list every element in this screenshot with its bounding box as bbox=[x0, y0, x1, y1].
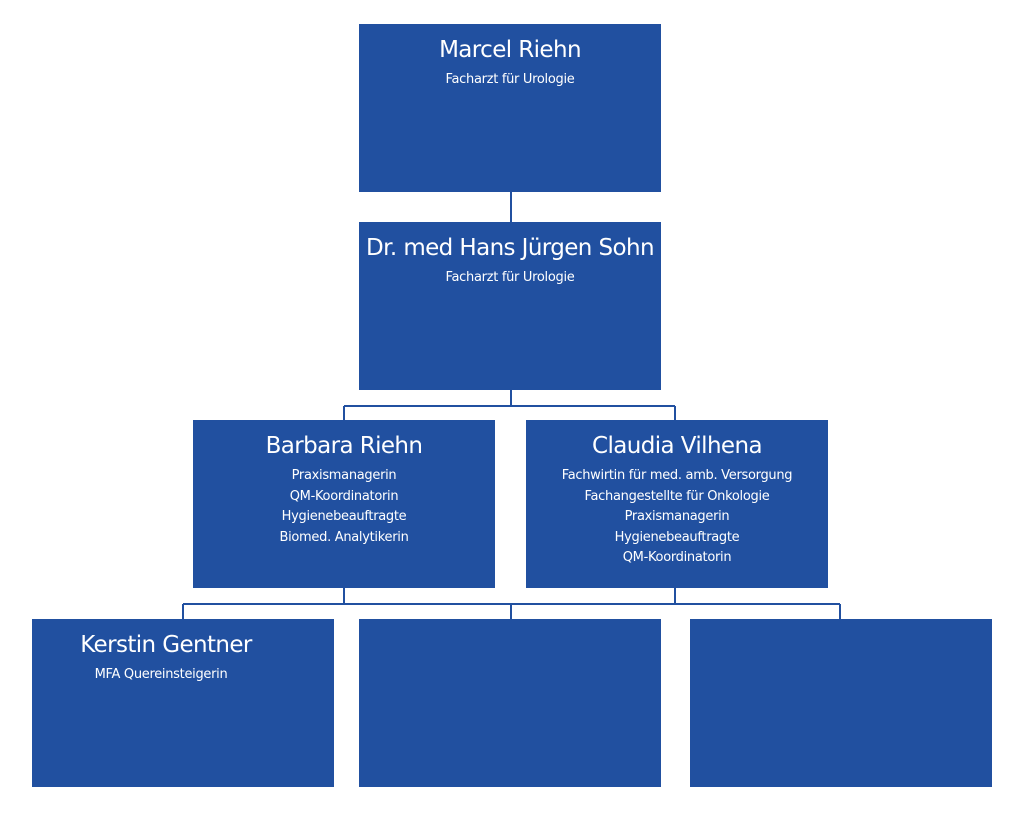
node-name: Claudia Vilhena bbox=[592, 433, 763, 459]
node-role: Hygienebeauftragte bbox=[614, 529, 740, 545]
node-role: MFA Quereinsteigerin bbox=[94, 667, 228, 682]
node-role: Fachwirtin für med. amb. Versorgung bbox=[561, 468, 793, 483]
node-role: Facharzt für Urologie bbox=[445, 72, 575, 87]
node-role: QM-Koordinatorin bbox=[289, 488, 399, 504]
node-roles: Fachwirtin für med. amb. Versorgung Fach… bbox=[526, 466, 828, 569]
node-role: Facharzt für Urologie bbox=[445, 270, 575, 285]
org-node-hans-juergen-sohn: Dr. med Hans Jürgen Sohn Facharzt für Ur… bbox=[359, 222, 661, 390]
org-node-claudia-vilhena: Claudia Vilhena Fachwirtin für med. amb.… bbox=[526, 420, 828, 588]
node-role: QM-Koordinatorin bbox=[622, 550, 732, 565]
node-name: Kerstin Gentner bbox=[80, 632, 252, 658]
org-node-kerstin-gentner: Kerstin Gentner MFA Quereinsteigerin bbox=[32, 619, 334, 787]
node-roles: MFA Quereinsteigerin bbox=[0, 665, 334, 686]
org-node-empty-right bbox=[690, 619, 992, 787]
org-node-barbara-riehn: Barbara Riehn Praxismanagerin QM-Koordin… bbox=[193, 420, 495, 588]
node-role: Fachangestellte für Onkologie bbox=[584, 488, 770, 504]
node-roles: Facharzt für Urologie bbox=[359, 70, 661, 91]
node-name: Marcel Riehn bbox=[439, 37, 581, 63]
node-role: Hygienebeauftragte bbox=[281, 509, 407, 524]
node-roles: Facharzt für Urologie bbox=[359, 268, 661, 289]
org-node-empty-middle bbox=[359, 619, 661, 787]
node-role: Praxismanagerin bbox=[291, 468, 397, 483]
node-name: Dr. med Hans Jürgen Sohn bbox=[366, 235, 654, 261]
node-roles: Praxismanagerin QM-Koordinatorin Hygiene… bbox=[193, 466, 495, 548]
node-role: Praxismanagerin bbox=[624, 509, 730, 524]
org-node-marcel-riehn: Marcel Riehn Facharzt für Urologie bbox=[359, 24, 661, 192]
node-role: Biomed. Analytikerin bbox=[279, 529, 409, 545]
node-name: Barbara Riehn bbox=[265, 433, 423, 459]
